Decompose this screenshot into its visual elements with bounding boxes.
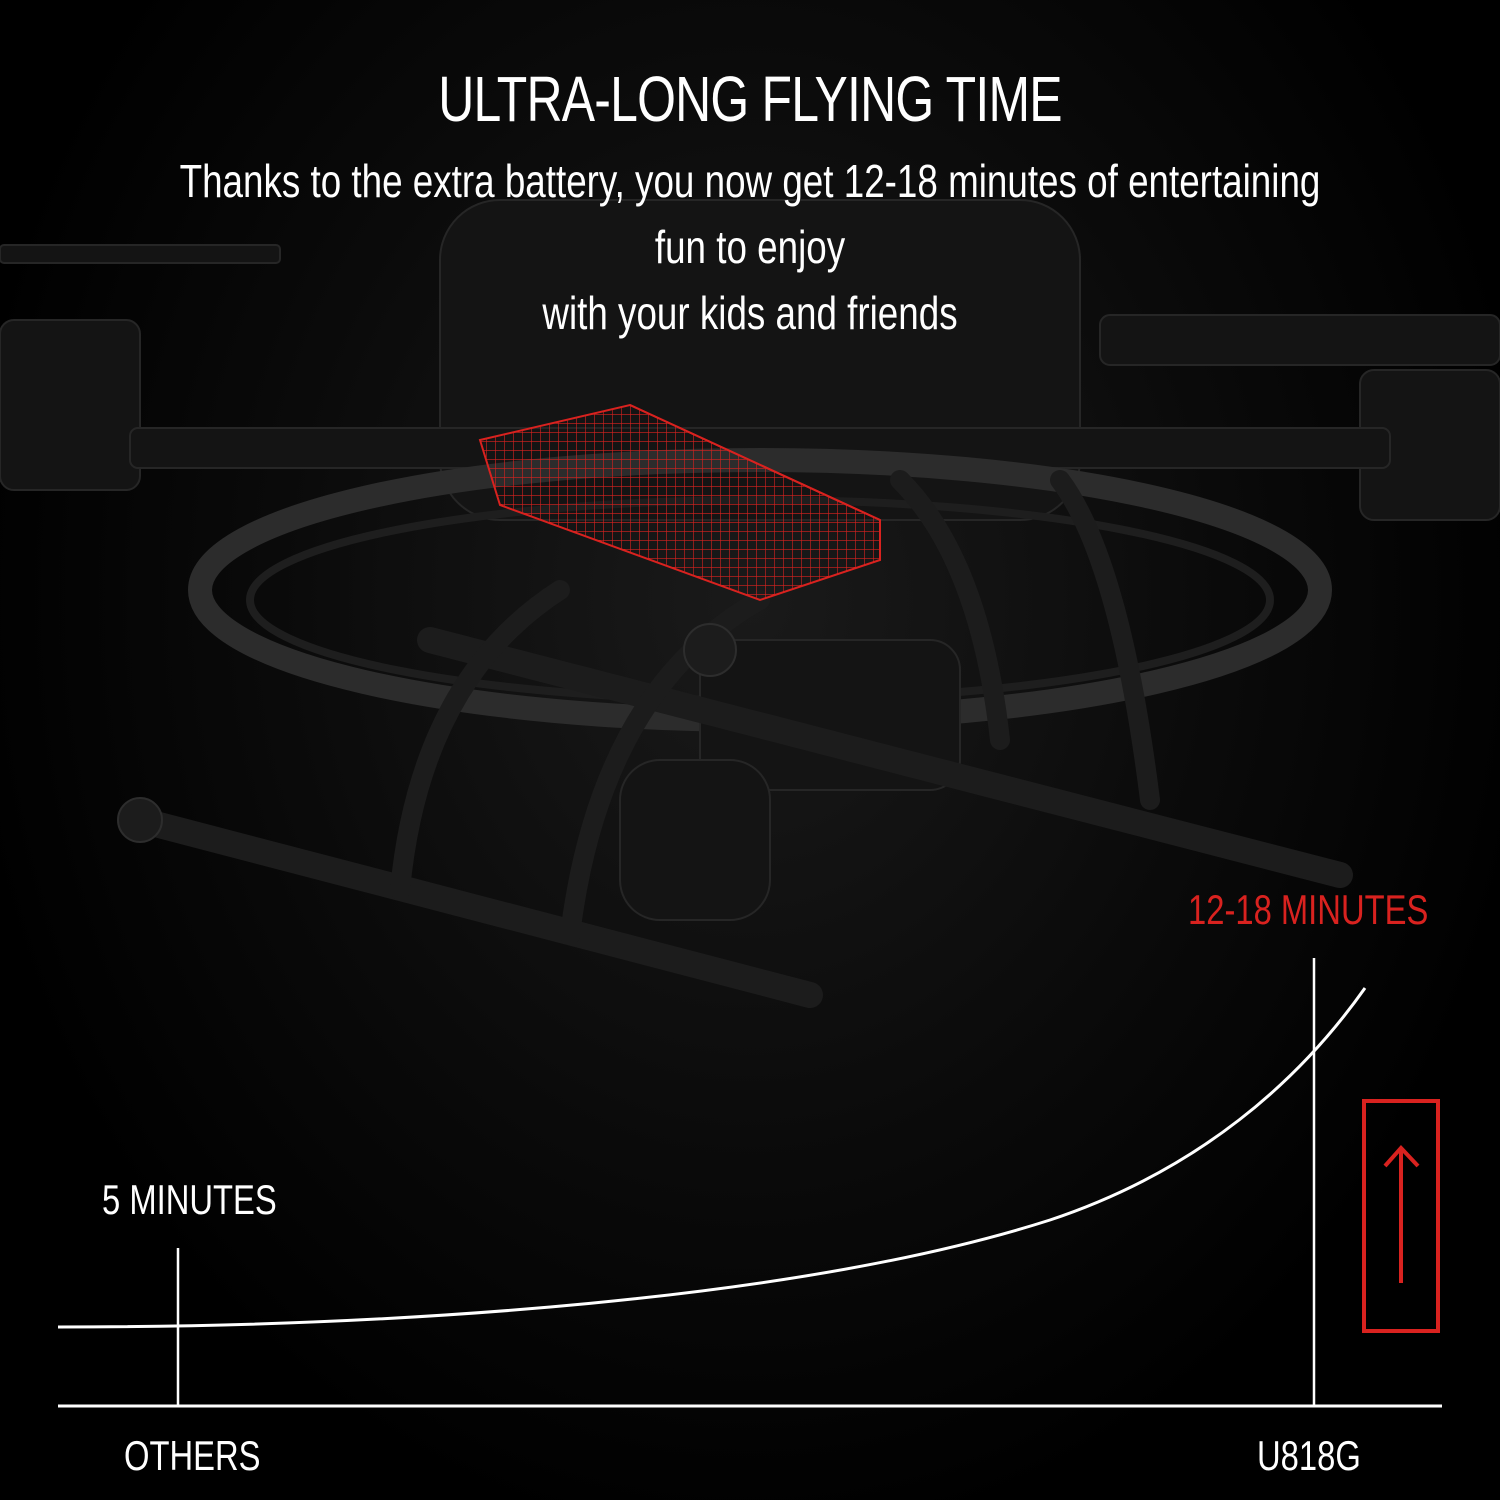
subtitle-line-1: Thanks to the extra battery, you now get…: [179, 155, 1321, 273]
others-value-label: 5 MINUTES: [102, 1176, 277, 1223]
page-title: ULTRA-LONG FLYING TIME: [438, 63, 1062, 135]
subtitle-line-2: with your kids and friends: [542, 287, 958, 339]
battery-wireframe-icon: [478, 403, 881, 602]
x-label-u818g: U818G: [1257, 1432, 1361, 1479]
up-arrow-icon: [1362, 1099, 1440, 1333]
subtitle: Thanks to the extra battery, you now get…: [150, 148, 1350, 346]
growth-curve: [57, 987, 1367, 1329]
x-label-others: OTHERS: [124, 1432, 261, 1479]
u818g-value-label: 12-18 MINUTES: [1188, 886, 1429, 933]
